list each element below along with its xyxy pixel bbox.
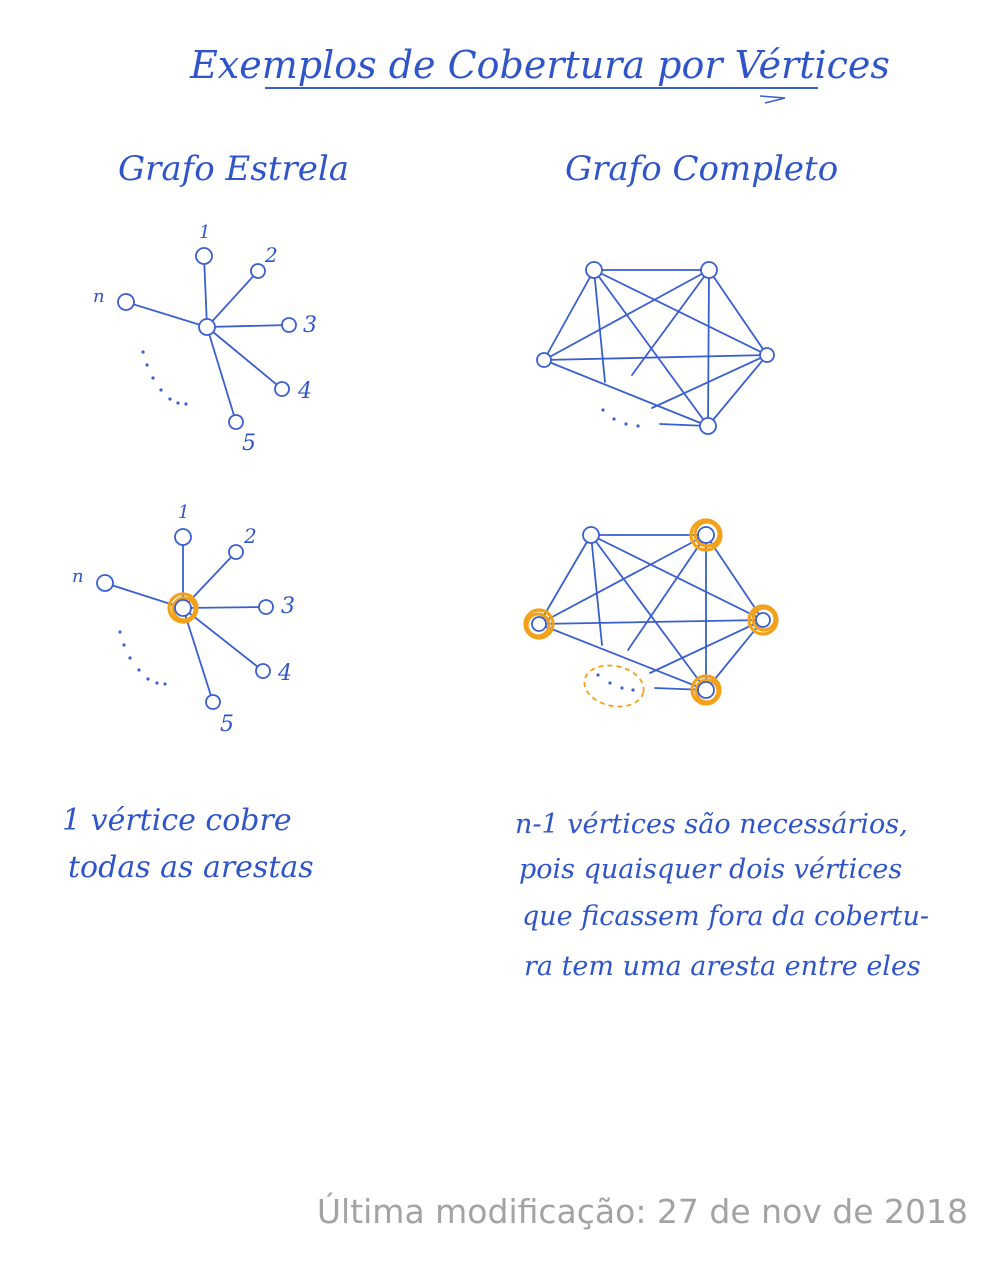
star-label-4: 4 (297, 379, 312, 404)
complete-node (531, 616, 547, 632)
left-note-line-1: 1 vértice cobre (62, 803, 292, 838)
page-title: Exemplos de Cobertura por Vértices (189, 43, 890, 87)
star-node-4 (274, 381, 290, 397)
star-node-2 (250, 263, 266, 279)
right-note-line-2: pois quaisquer dois vértices (519, 854, 902, 885)
star-node-5 (228, 414, 244, 430)
star-graph-heading: Grafo Estrela (118, 149, 349, 189)
right-note-line-3: que ficassem fora da cobertu- (522, 901, 929, 932)
star-label-1: 1 (178, 502, 189, 523)
star-label-5: 5 (220, 712, 234, 737)
complete-node (697, 526, 715, 544)
star-label-n: n (72, 566, 84, 587)
complete-node (699, 417, 717, 435)
star-node-n (96, 574, 114, 592)
star-node-3 (281, 317, 297, 333)
complete-node (755, 612, 771, 628)
star-label-n: n (93, 286, 105, 307)
cover-highlight (689, 518, 723, 552)
star-graph-cover: n 1 2 3 4 5 (72, 502, 295, 737)
cover-highlight (690, 674, 722, 706)
complete-graph-heading: Grafo Completo (565, 149, 838, 189)
star-node-1 (174, 528, 192, 546)
ellipsis-dots (601, 408, 640, 428)
star-node-2 (228, 544, 244, 560)
star-edge (203, 255, 208, 328)
star-center-node (174, 599, 192, 617)
title-underline-tail (759, 95, 786, 104)
star-label-3: 3 (303, 313, 317, 338)
star-edge (125, 301, 208, 328)
star-label-4: 4 (277, 661, 292, 686)
star-label-3: 3 (281, 594, 295, 619)
complete-graph-top (536, 261, 775, 435)
star-node-5 (205, 694, 221, 710)
right-note-line-1: n-1 vértices são necessários, (515, 809, 908, 840)
star-edge (206, 326, 283, 390)
cover-highlight (747, 604, 779, 636)
star-label-2: 2 (243, 524, 257, 548)
star-node-1 (195, 247, 213, 265)
complete-node (582, 526, 600, 544)
star-label-1: 1 (199, 222, 210, 243)
cover-highlight (523, 608, 555, 640)
star-edge (206, 270, 259, 328)
ellipsis-dots (596, 673, 635, 692)
complete-node (697, 681, 715, 699)
right-note-line-4: ra tem uma aresta entre eles (524, 951, 921, 982)
star-edge (206, 324, 290, 328)
complete-node (585, 261, 603, 279)
complete-node (700, 261, 718, 279)
uncovered-vertices-dashed-ellipse (583, 664, 645, 708)
complete-graph-cover (523, 518, 779, 708)
left-note-line-2: todas as arestas (68, 850, 314, 885)
star-label-5: 5 (242, 431, 256, 456)
last-modified-footer: Última modificação: 27 de nov de 2018 (316, 1192, 968, 1231)
star-graph-top: n 1 2 3 4 5 (93, 222, 317, 456)
star-node-n (117, 293, 135, 311)
star-center-node (198, 318, 216, 336)
complete-node (536, 352, 552, 368)
complete-node (759, 347, 775, 363)
star-label-2: 2 (264, 243, 278, 267)
cover-highlight (167, 592, 199, 624)
ellipsis-dots (141, 350, 188, 406)
star-edge (206, 326, 237, 423)
star-node-4 (255, 663, 271, 679)
ellipsis-dots (118, 630, 167, 686)
star-node-3 (258, 599, 274, 615)
